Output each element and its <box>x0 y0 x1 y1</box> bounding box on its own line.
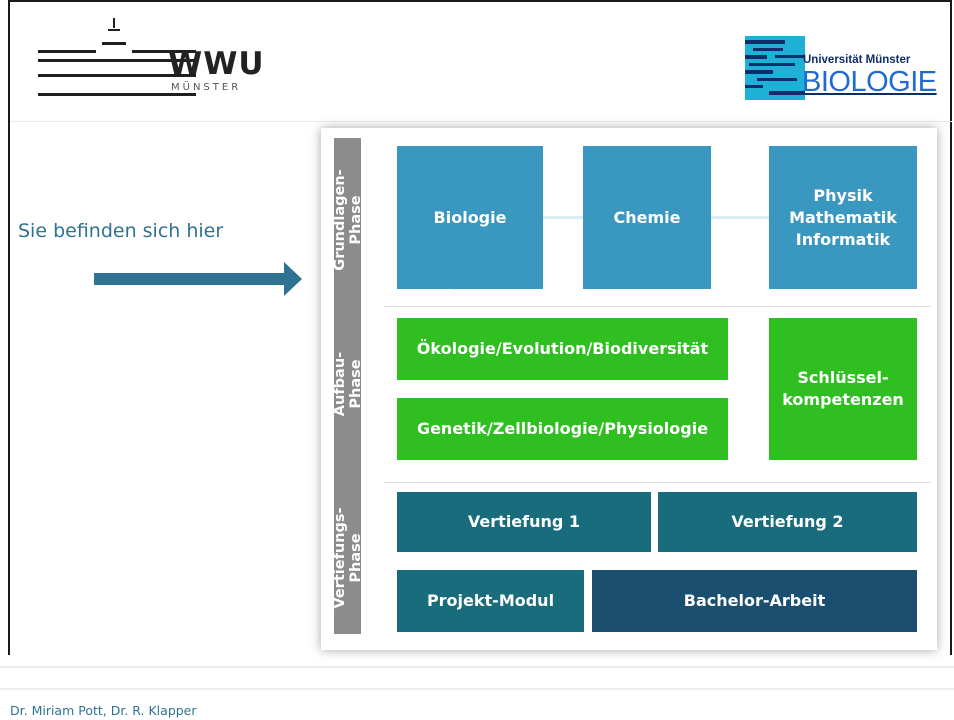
phase-label-aufbau: Aufbau- Phase <box>332 351 364 417</box>
footer-authors: Dr. Miriam Pott, Dr. R. Klapper <box>10 703 197 718</box>
module-schluesselkompetenzen: Schlüssel- kompetenzen <box>769 318 917 460</box>
slide-frame <box>8 0 952 655</box>
wwu-logo <box>38 18 298 104</box>
biologie-university: Universität Münster <box>803 54 911 66</box>
module-chemie: Chemie <box>583 146 711 289</box>
module-oekologie-evolution-biodiversitaet: Ökologie/Evolution/Biodiversität <box>397 318 728 380</box>
connector-line <box>711 216 769 219</box>
arrow-right-icon <box>94 262 302 296</box>
footer-divider <box>0 666 954 668</box>
module-physik-mathematik-informatik: Physik Mathematik Informatik <box>769 146 917 289</box>
phase-label-grundlagen: Grundlagen- Phase <box>332 169 364 271</box>
phase-divider <box>384 306 931 307</box>
module-genetik-zellbiologie-physiologie: Genetik/Zellbiologie/Physiologie <box>397 398 728 460</box>
module-vertiefung-1: Vertiefung 1 <box>397 492 651 552</box>
header-divider <box>10 121 952 122</box>
footer-divider <box>0 688 954 690</box>
module-bachelor-arbeit: Bachelor-Arbeit <box>592 570 917 632</box>
wwu-wordmark: WWU <box>168 46 265 82</box>
wwu-city: MÜNSTER <box>171 82 242 93</box>
biologie-subject: BIOLOGIE <box>802 66 937 98</box>
module-vertiefung-2: Vertiefung 2 <box>658 492 917 552</box>
module-projekt-modul: Projekt-Modul <box>397 570 584 632</box>
biologie-logo: Universität Münster BIOLOGIE <box>745 36 939 100</box>
connector-line <box>543 216 583 219</box>
phase-divider <box>384 482 931 483</box>
phase-bar <box>334 138 361 634</box>
biologie-stripes-icon <box>745 36 805 100</box>
callout-text: Sie befinden sich hier <box>18 220 224 242</box>
phase-label-vertiefung: Vertiefungs- Phase <box>332 507 364 609</box>
study-structure-diagram: Grundlagen- Phase Aufbau- Phase Vertiefu… <box>321 128 937 650</box>
module-biologie: Biologie <box>397 146 543 289</box>
